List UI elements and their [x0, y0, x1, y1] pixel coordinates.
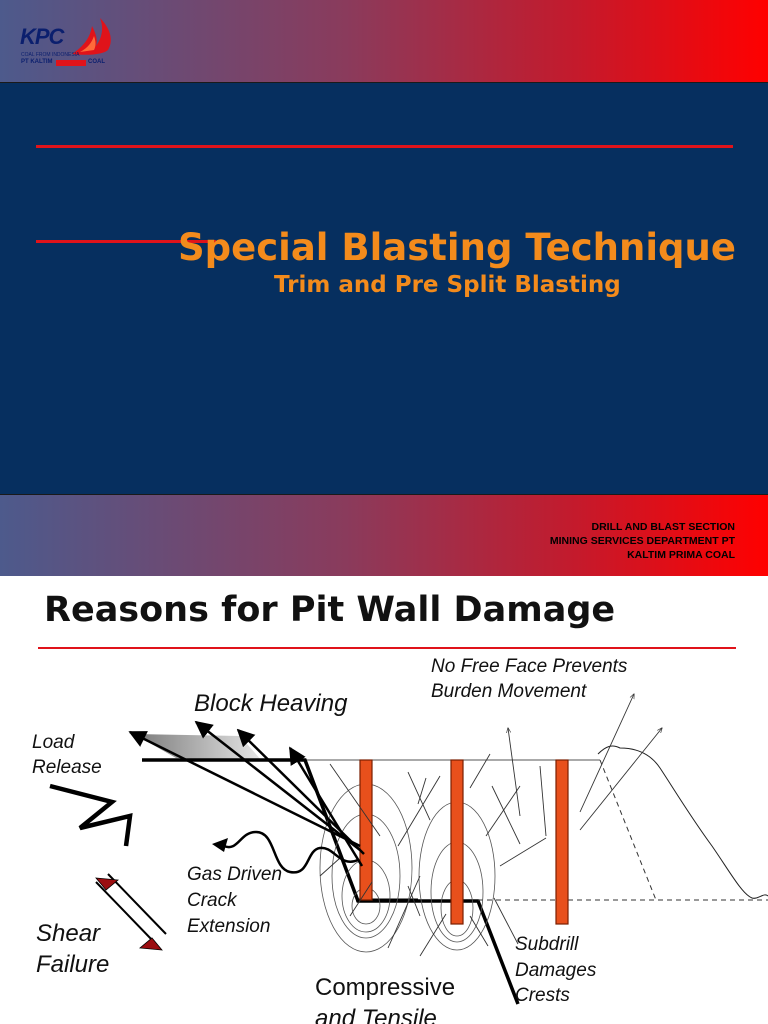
pit-wall-diagram	[49, 576, 768, 1005]
muckpile-outline	[597, 745, 768, 899]
department-info: DRILL AND BLAST SECTION MINING SERVICES …	[550, 520, 735, 562]
title-rule	[36, 240, 216, 243]
title-slide: KPC COAL FROM INDONESIA PT KALTIM COAL S…	[0, 0, 768, 576]
flame-icon	[72, 18, 111, 55]
footer-band	[0, 494, 768, 576]
blasthole-1	[359, 759, 373, 901]
header-band	[0, 0, 768, 83]
label-subdrill-2: Damages	[515, 960, 597, 981]
label-shear-2: Failure	[36, 951, 110, 978]
logo-tagline: COAL FROM INDONESIA	[21, 52, 80, 58]
label-shear-1: Shear	[36, 920, 101, 947]
slide-title: Reasons for Pit Wall Damage	[44, 590, 616, 630]
slide-subtitle: Trim and Pre Split Blasting	[274, 272, 621, 298]
label-load-release-1: Load	[32, 732, 75, 753]
top-rule	[36, 145, 733, 148]
block-heaving-arrows	[128, 720, 365, 867]
title-rule	[38, 647, 736, 649]
logo-company-left: PT KALTIM	[21, 59, 53, 65]
blasthole-3	[555, 759, 569, 925]
logo-company-red-box	[56, 60, 86, 66]
label-gas-driven-1: Gas Driven	[187, 864, 283, 885]
gas-crack-arrowhead	[212, 838, 228, 852]
label-gas-driven-3: Extension	[187, 916, 271, 937]
dashed-slope	[599, 759, 657, 901]
label-gas-driven-2: Crack	[187, 890, 237, 911]
label-compressive-2: and Tensile	[315, 1005, 437, 1024]
fracture-arrows	[319, 694, 662, 957]
label-subdrill-1: Subdrill	[515, 934, 579, 955]
label-compressive-1: Compressive	[315, 974, 456, 1001]
department-line-2: MINING SERVICES DEPARTMENT PT	[549, 535, 735, 547]
gas-crack-arrow	[223, 830, 359, 874]
label-subdrill-3: Crests	[515, 985, 570, 1006]
department-line-1: DRILL AND BLAST SECTION	[591, 521, 736, 533]
pit-wall-damage-slide: Reasons for Pit Wall Damage	[0, 576, 768, 1024]
block-heave-shade	[134, 734, 262, 761]
department-line-3: KALTIM PRIMA COAL	[627, 549, 735, 561]
label-no-free-face-1: No Free Face Prevents	[431, 656, 628, 677]
load-release-zigzag	[49, 783, 133, 847]
label-block-heaving: Block Heaving	[194, 690, 348, 717]
label-load-release-2: Release	[32, 757, 102, 778]
logo-mark: KPC	[20, 24, 64, 49]
shear-failure-arrows	[95, 873, 167, 951]
company-logo: KPC COAL FROM INDONESIA PT KALTIM COAL	[18, 16, 118, 70]
logo-company-right: COAL	[88, 59, 105, 65]
slide-title: Special Blasting Technique	[178, 226, 736, 269]
label-no-free-face-2: Burden Movement	[431, 681, 587, 702]
blasthole-2	[450, 759, 464, 925]
